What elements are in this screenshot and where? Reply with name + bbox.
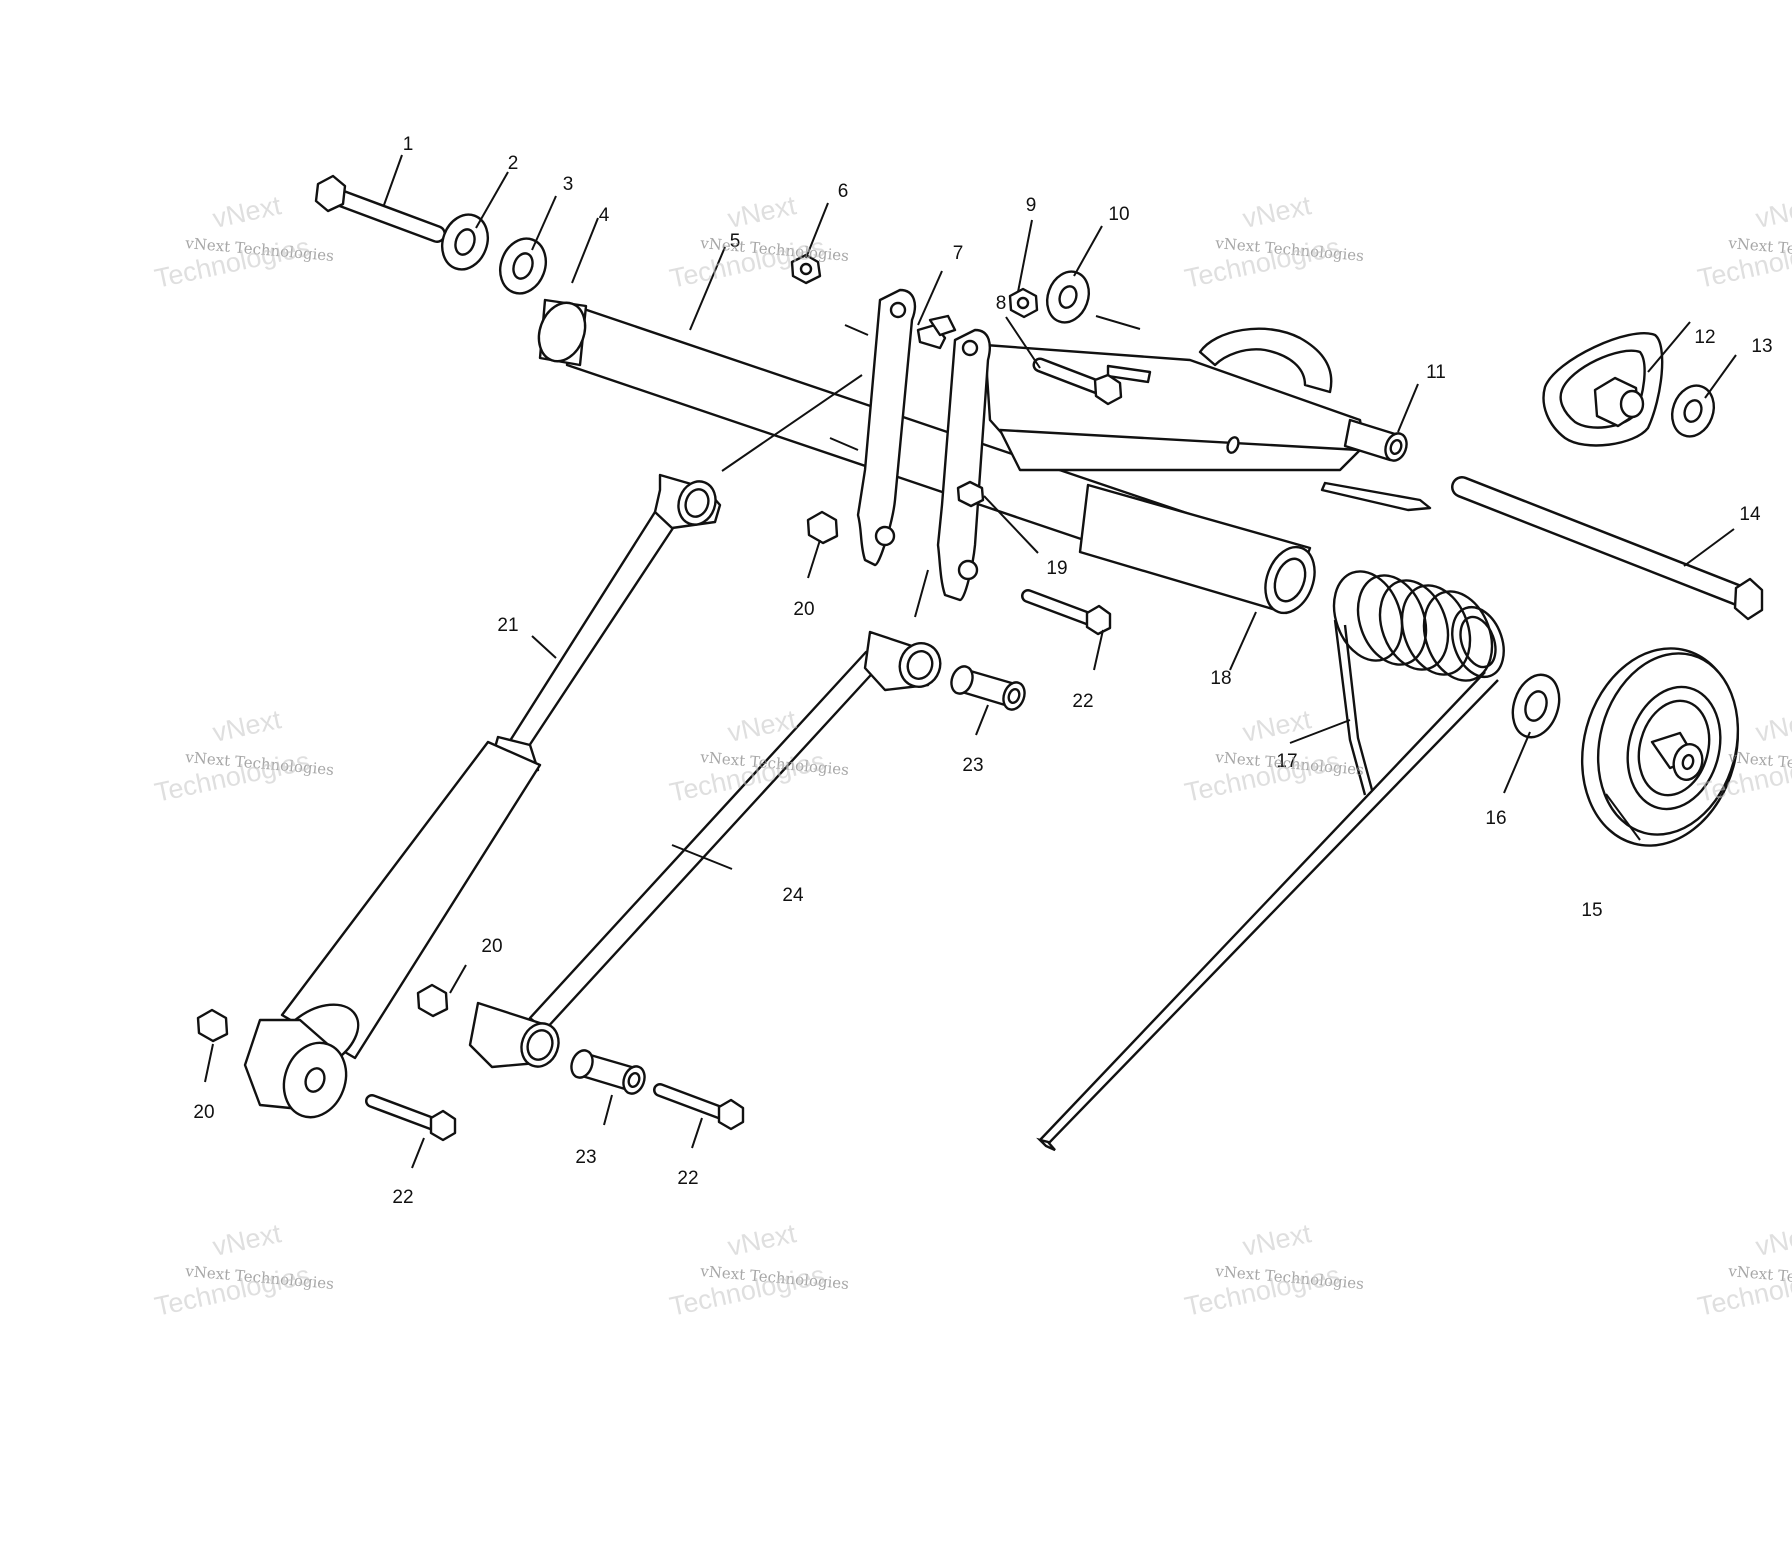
callout-2: 2 [508,153,519,174]
bolt-part-22a [1021,589,1112,636]
callout-9: 9 [1026,195,1037,216]
nut-part-20b [416,983,449,1018]
watermark: vNext vNext Technologies Technologies [152,704,335,808]
svg-text:vNext: vNext [210,704,284,748]
link-arm-part-24 [468,630,942,1069]
nut-part-20a [806,510,839,545]
bushing-part-23a [950,665,1026,711]
callout-3: 3 [563,174,574,195]
watermark: vNext vNext Technologies Technologies [152,1218,335,1322]
watermark: vNext vNext Technologies Technologies [1182,1218,1365,1322]
callout-21: 21 [497,615,518,636]
callout-23a: 23 [962,755,983,776]
washer-part-16 [1511,673,1561,739]
washer-part-2 [441,213,489,271]
watermark: vNext vNext Technologies Technologies [1182,704,1365,808]
callout-19: 19 [1046,558,1067,579]
torsion-spring-part-17 [1036,570,1505,1152]
callout-15: 15 [1581,900,1602,921]
pivot-tube-part-18 [537,298,1316,615]
clip-nut-part-12 [1542,332,1664,447]
watermark: vNext vNext Technologies Technologies [1182,190,1365,294]
callout-1: 1 [403,134,414,155]
callout-23b: 23 [575,1147,596,1168]
callout-12: 12 [1694,327,1715,348]
callout-20b: 20 [481,936,502,957]
nut-part-9 [1008,287,1039,319]
watermark: vNext vNext Technologies Technologies [667,1218,850,1322]
callout-22a: 22 [1072,691,1093,712]
washer-part-3 [499,237,547,295]
callout-22c: 22 [677,1168,698,1189]
bolt-part-8 [1032,357,1123,406]
callout-numbers: 1 2 3 4 5 6 7 8 9 10 11 12 13 14 15 16 1… [193,134,1772,1208]
callout-17: 17 [1276,751,1297,772]
idler-wheel-part-15 [1580,647,1740,847]
bolt-part-22b [365,1094,457,1142]
svg-text:vNext: vNext [1240,704,1314,748]
nut-part-19 [956,480,985,508]
callout-22b: 22 [392,1187,413,1208]
svg-text:vNext: vNext [1240,1218,1314,1262]
callout-24: 24 [782,885,804,906]
svg-text:vNext: vNext [1753,190,1792,234]
callout-7: 7 [953,243,964,264]
svg-text:vNext: vNext [725,1218,799,1262]
callout-11: 11 [1426,362,1446,383]
bushing-part-23b [570,1049,646,1095]
callout-16: 16 [1485,808,1506,829]
svg-text:vNext: vNext [210,190,284,234]
callout-4: 4 [599,205,610,226]
callout-14: 14 [1739,504,1761,525]
shock-absorber-part-21 [243,473,722,1119]
part-shapes [196,174,1764,1152]
washer-part-10 [1046,270,1090,324]
callout-13: 13 [1751,336,1772,357]
svg-text:vNext: vNext [1240,190,1314,234]
watermark: vNext vNext Technologies Technologies [1695,1218,1792,1322]
svg-text:vNext: vNext [1753,1218,1792,1262]
axle-stub-part-11 [1343,418,1408,462]
rod-part-14 [1451,476,1764,621]
nut-part-20c [196,1008,229,1043]
bolt-part-22c [653,1083,745,1131]
frame-arm [983,327,1367,472]
callout-8: 8 [996,293,1007,314]
svg-text:vNext: vNext [725,190,799,234]
callout-10: 10 [1108,204,1129,225]
washer-part-13 [1671,384,1715,438]
callout-6: 6 [838,181,849,202]
callout-18: 18 [1210,668,1231,689]
watermark: vNext vNext Technologies Technologies [667,190,850,294]
callout-20c: 20 [193,1102,214,1123]
callout-5: 5 [730,231,741,252]
watermark: vNext vNext Technologies Technologies [152,190,335,294]
callout-20a: 20 [793,599,814,620]
svg-text:vNext: vNext [1753,704,1792,748]
bracket-part-7 [856,288,991,602]
watermark: vNext vNext Technologies Technologies [1695,190,1792,294]
leader-lines [204,154,1737,1169]
nut-part-6 [790,253,822,285]
bolt-part-1 [314,174,446,243]
svg-text:vNext: vNext [210,1218,284,1262]
